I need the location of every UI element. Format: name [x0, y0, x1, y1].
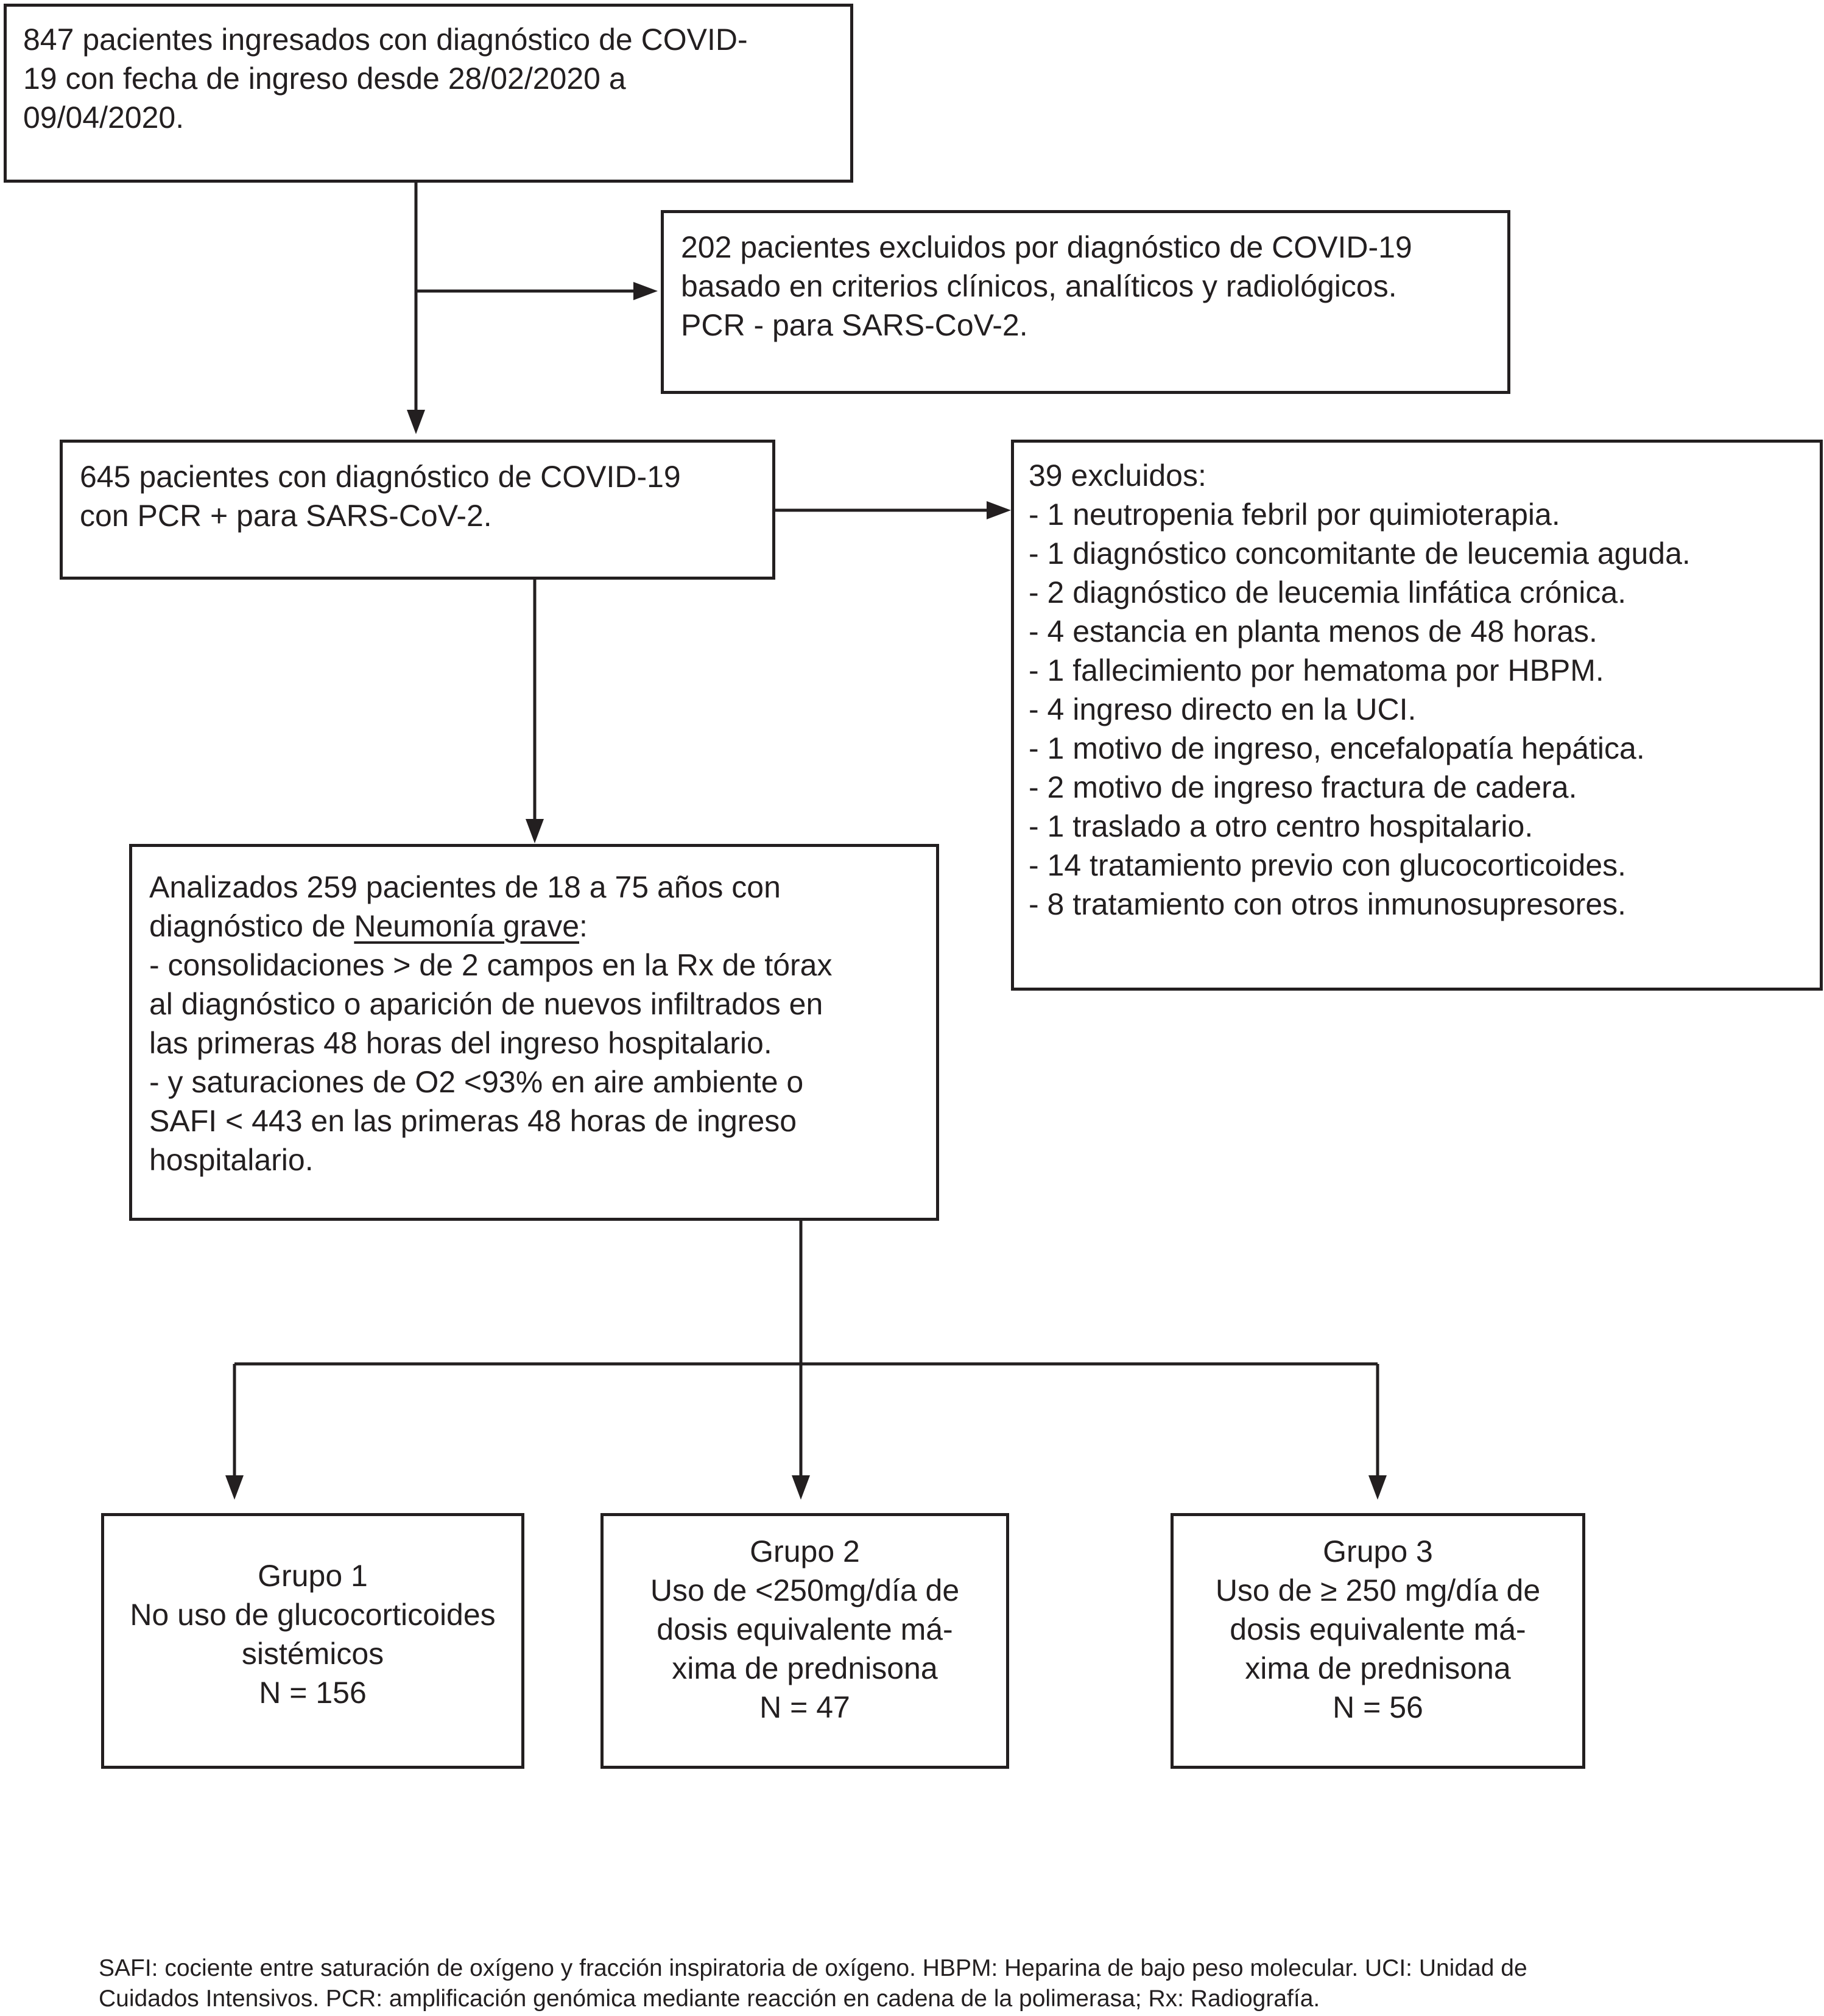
analyzed-patients-box: Analizados 259 pacientes de 18 a 75 años…: [129, 844, 939, 1221]
box-text-line: Uso de ≥ 250 mg/día de: [1215, 1573, 1541, 1607]
footnote: SAFI: cociente entre saturación de oxíge…: [99, 1953, 1804, 2014]
group3-box: Grupo 3 Uso de ≥ 250 mg/día de dosis equ…: [1171, 1513, 1585, 1769]
group-title: Grupo 3: [1323, 1534, 1433, 1568]
footnote-line: SAFI: cociente entre saturación de oxíge…: [99, 1955, 1527, 1981]
box-text-line: Analizados 259 pacientes de 18 a 75 años…: [149, 870, 781, 904]
box-text-line-diagnosis: diagnóstico de Neumonía grave:: [149, 907, 936, 946]
group1-box: Grupo 1 No uso de glucocorticoides sisté…: [101, 1513, 524, 1769]
excluded-clinical-box: 202 pacientes excluidos por diagnóstico …: [661, 210, 1510, 394]
group-count: N = 56: [1333, 1690, 1423, 1724]
box-text-line: con PCR + para SARS-CoV-2.: [80, 499, 492, 533]
diagnosis-prefix: diagnóstico de: [149, 909, 354, 943]
box-text-line: basado en criterios clínicos, analíticos…: [681, 269, 1397, 303]
box-text-line: Uso de <250mg/día de: [650, 1573, 960, 1607]
box-text-line: dosis equivalente má-: [657, 1612, 953, 1646]
box-text-line: - 1 motivo de ingreso, encefalopatía hep…: [1029, 731, 1645, 765]
box-text-line: - 4 ingreso directo en la UCI.: [1029, 692, 1417, 726]
box-text-line: xima de prednisona: [672, 1651, 938, 1685]
box-text-line: - y saturaciones de O2 <93% en aire ambi…: [149, 1065, 804, 1099]
box-text-line: - 2 motivo de ingreso fractura de cadera…: [1029, 770, 1577, 804]
group-title: Grupo 2: [750, 1534, 860, 1568]
box-text-line: las primeras 48 horas del ingreso hospit…: [149, 1026, 772, 1060]
group2-box: Grupo 2 Uso de <250mg/día de dosis equiv…: [600, 1513, 1009, 1769]
box-text-line: - 8 tratamiento con otros inmunosupresor…: [1029, 887, 1627, 921]
box-text-line: 202 pacientes excluidos por diagnóstico …: [681, 230, 1412, 264]
box-text-line: 19 con fecha de ingreso desde 28/02/2020…: [23, 61, 626, 96]
box-text-line: PCR - para SARS-CoV-2.: [681, 308, 1028, 342]
box-text-line: - 14 tratamiento previo con glucocortico…: [1029, 848, 1627, 882]
arrowhead-group1: [225, 1475, 244, 1500]
box-text-line: SAFI < 443 en las primeras 48 horas de i…: [149, 1104, 797, 1138]
box-text-line: xima de prednisona: [1245, 1651, 1511, 1685]
box-text-line: al diagnóstico o aparición de nuevos inf…: [149, 987, 823, 1021]
severe-pneumonia-label: Neumonía grave: [354, 909, 580, 943]
admitted-patients-box: 847 pacientes ingresados con diagnóstico…: [4, 4, 853, 183]
excluded-39-box: 39 excluidos: - 1 neutropenia febril por…: [1011, 440, 1823, 991]
box-text-line: hospitalario.: [149, 1143, 314, 1177]
footnote-line: Cuidados Intensivos. PCR: amplificación …: [99, 1986, 1320, 2012]
box-text-line: sistémicos: [241, 1637, 384, 1671]
box-text-line: - 1 fallecimiento por hematoma por HBPM.: [1029, 653, 1604, 687]
arrowhead-pcr: [407, 410, 425, 434]
box-text-line: 39 excluidos:: [1029, 458, 1206, 493]
box-text-line: 847 pacientes ingresados con diagnóstico…: [23, 23, 748, 57]
box-text-line: - 4 estancia en planta menos de 48 horas…: [1029, 614, 1597, 648]
arrowhead-group3: [1368, 1475, 1387, 1500]
box-text-line: 645 pacientes con diagnóstico de COVID-1…: [80, 460, 681, 494]
box-text-line: - 1 diagnóstico concomitante de leucemia…: [1029, 536, 1691, 571]
arrowhead-group2: [792, 1475, 810, 1500]
arrowhead-excluded-clinical: [633, 282, 658, 300]
diagnosis-suffix: :: [579, 909, 588, 943]
box-text-line: dosis equivalente má-: [1230, 1612, 1526, 1646]
group-count: N = 156: [259, 1676, 367, 1710]
box-text-line: - 1 neutropenia febril por quimioterapia…: [1029, 497, 1560, 532]
box-text-line: - consolidaciones > de 2 campos en la Rx…: [149, 948, 833, 982]
group-title: Grupo 1: [258, 1559, 368, 1593]
group-count: N = 47: [759, 1690, 850, 1724]
box-text-line: 09/04/2020.: [23, 100, 185, 135]
box-text-line: - 2 diagnóstico de leucemia linfática cr…: [1029, 575, 1627, 609]
arrowhead-excluded-39: [987, 501, 1011, 519]
box-text-line: - 1 traslado a otro centro hospitalario.: [1029, 809, 1533, 843]
arrowhead-analyzed: [526, 819, 544, 843]
pcr-positive-box: 645 pacientes con diagnóstico de COVID-1…: [60, 440, 775, 580]
box-text-line: No uso de glucocorticoides: [130, 1598, 496, 1632]
